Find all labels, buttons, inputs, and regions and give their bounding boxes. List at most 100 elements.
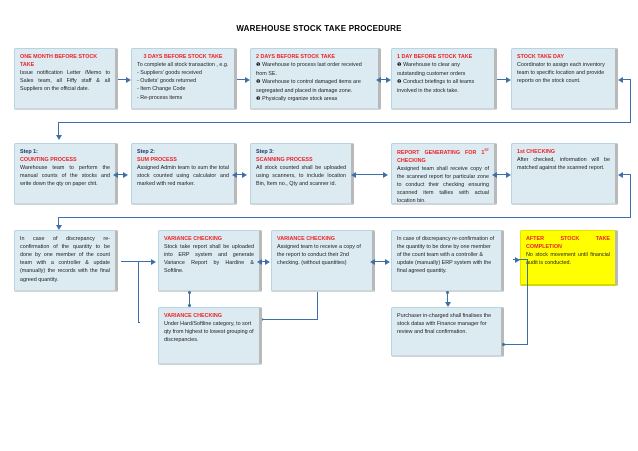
box-report-generating-1st-checking[interactable]: REPORT GENERATING FOR 1ST CHECKING Assig…: [391, 143, 497, 205]
arrowhead-r2-to-r3: [55, 225, 62, 230]
arrowhead-r2-b2-b3: [242, 171, 247, 178]
box-body: Warehouse team to perform the manual cou…: [20, 165, 110, 188]
box-line-3: - Item Change Code: [137, 86, 186, 93]
arrowhead-r3b4-to-r4b2: [444, 302, 451, 307]
box-item-3: Physically organize stock areas: [262, 95, 338, 102]
box-1-day-before-stock-take[interactable]: 1 DAY BEFORE STOCK TAKE ❶ Warehouse to c…: [391, 48, 497, 110]
box-heading: REPORT GENERATING FOR 1ST CHECKING: [397, 148, 489, 165]
arrowhead-r2-b1-b2: [123, 171, 128, 178]
connector-r2-wrap-right: [630, 174, 631, 218]
page-title: WAREHOUSE STOCK TAKE PROCEDURE: [236, 24, 402, 33]
box-stock-take-day[interactable]: STOCK TAKE DAY Coordinator to assign eac…: [511, 48, 618, 110]
arrowtail-r2-b4-b5: [492, 171, 497, 178]
connector-r3b3-left-base: [138, 322, 140, 323]
box-1st-checking[interactable]: 1st CHECKING After checked, information …: [511, 143, 618, 205]
box-variance-checking-sort-qty[interactable]: VARIANCE CHECKING Under Hard/Softline ca…: [158, 307, 262, 365]
box-heading: AFTER STOCK TAKE COMPLETION: [526, 236, 610, 251]
connector-r3-b2-b3: [262, 261, 265, 262]
box-heading: 1 DAY BEFORE STOCK TAKE: [397, 54, 473, 60]
box-step-3-scanning-process[interactable]: Step 3: SCANNING PROCESS All stock count…: [250, 143, 354, 205]
box-body: Assigned Admin team to sum the total sto…: [137, 165, 229, 188]
box-body: No stock movement until financial audit …: [526, 252, 610, 267]
bullet-1-icon: ❶: [256, 62, 261, 69]
bullet-2-icon: ❷: [256, 79, 261, 86]
arrowtail-r1-wrap: [618, 76, 623, 83]
connector-r4b2-right: [504, 344, 528, 345]
bullet-3-icon: ❸: [256, 95, 261, 102]
connector-r3b4-to-r4b2: [447, 292, 448, 303]
arrowhead-r1-to-r2: [55, 135, 62, 140]
connector-r1-wrap-bottom: [58, 122, 631, 123]
arrowhead-r3-b1-b2: [151, 258, 156, 265]
box-body: In case of discrepancy re-confirmation o…: [20, 236, 110, 283]
arrowtail-r3-b3-b4: [370, 258, 375, 265]
box-heading: VARIANCE CHECKING: [164, 236, 223, 242]
connector-r1-wrap-right: [630, 79, 631, 123]
arrowhead-r3-b2-b3: [265, 258, 270, 265]
arrowtail-r2-wrap: [618, 171, 623, 178]
box-heading: ONE MONTH BEFORE STOCK TAKE: [20, 54, 98, 69]
box-step-label: Step 3:: [256, 149, 274, 155]
box-body: All stock counted shall be uploaded usin…: [256, 165, 346, 188]
box-discrepancy-reconfirmation-erp[interactable]: In case of discrepancy re-confirmation o…: [391, 230, 504, 292]
box-after-stock-take-completion[interactable]: AFTER STOCK TAKE COMPLETION No stock mov…: [520, 230, 618, 286]
arrowtail-r2-b1-b2: [113, 171, 118, 178]
connector-r1-b4-b5: [497, 79, 506, 80]
box-heading: VARIANCE CHECKING: [164, 313, 223, 319]
bullet-1-icon: ❶: [397, 62, 402, 69]
box-heading: COUNTING PROCESS: [20, 157, 77, 164]
box-heading: STOCK TAKE DAY: [517, 54, 564, 60]
connector-r1-wrap-top: [621, 79, 631, 80]
box-step-2-sum-process[interactable]: Step 2: SUM PROCESS Assigned Admin team …: [131, 143, 237, 205]
connector-r2-b1-b2: [118, 174, 123, 175]
box-one-month-before-stock-take[interactable]: ONE MONTH BEFORE STOCK TAKE Issue notifi…: [14, 48, 118, 110]
connector-r4b1-right: [262, 319, 318, 320]
arrowhead-r3-b3-b4: [385, 258, 390, 265]
box-step-1-counting-process[interactable]: Step 1: COUNTING PROCESS Warehouse team …: [14, 143, 118, 205]
box-heading-superscript: ST: [484, 148, 489, 152]
arrowtail-r2-b3-b4: [351, 171, 356, 178]
arrowtail-r1-b3-b4: [376, 76, 381, 83]
connector-r2-b4-b5: [497, 174, 506, 175]
connector-dot-r4b2-right: [502, 343, 505, 346]
box-body: Coordinator to assign each inventory tea…: [517, 62, 605, 85]
connector-r3b3-left-down: [138, 261, 139, 323]
box-line-2: - Outlets' goods returned: [137, 78, 197, 85]
box-variance-checking-upload-erp[interactable]: VARIANCE CHECKING Stock take report shal…: [158, 230, 262, 292]
connector-to-yellow: [513, 259, 527, 260]
arrowhead-r1-b4-b5: [506, 76, 511, 83]
box-item-2: Conduct briefings to all teams involved …: [397, 79, 475, 94]
box-body: Purchaser in-charged shall finalises the…: [397, 313, 492, 336]
box-body: Assigned team to receive a copy of the r…: [277, 244, 361, 267]
box-heading-text: REPORT GENERATING FOR 1: [397, 149, 485, 156]
arrowhead-r2-b4-b5: [506, 171, 511, 178]
box-body: To complete all stock transaction , e.g.: [137, 62, 229, 69]
connector-r4b1-up: [317, 292, 318, 320]
box-purchaser-finalise-stock-data[interactable]: Purchaser in-charged shall finalises the…: [391, 307, 504, 357]
box-body: After checked, information will be match…: [517, 157, 610, 172]
arrowtail-r2-b2-b3: [232, 171, 237, 178]
arrowhead-to-yellow: [515, 256, 520, 263]
connector-r2-b3-b4: [356, 174, 383, 175]
connector-r4b1-to-r3b2: [189, 292, 190, 306]
arrowhead-r2-b3-b4: [383, 171, 388, 178]
connector-r2-b2-b3: [237, 174, 242, 175]
box-heading: VARIANCE CHECKING: [277, 236, 336, 242]
box-3-days-before-stock-take[interactable]: 3 DAYS BEFORE STOCK TAKE To complete all…: [131, 48, 237, 110]
box-body: Stock take report shall be uploaded into…: [164, 244, 254, 275]
box-heading: 3 DAYS BEFORE STOCK TAKE: [143, 54, 223, 60]
box-body: Issue notification Letter /Memo to Sales…: [20, 70, 110, 93]
bullet-2-icon: ❷: [397, 79, 402, 86]
connector-r3-b3-b4: [375, 261, 385, 262]
box-variance-checking-2nd-checking[interactable]: VARIANCE CHECKING Assigned team to recei…: [271, 230, 375, 292]
connector-dot-r4b1: [188, 304, 191, 307]
connector-r3-b1-b2: [121, 261, 151, 262]
box-discrepancy-reconfirmation-records[interactable]: In case of discrepancy re-confirmation o…: [14, 230, 118, 292]
box-item-1: Warehouse to clear any outstanding custo…: [397, 62, 466, 77]
arrowtail-r3-b2-b3: [257, 258, 262, 265]
arrowhead-r1-b3-b4: [386, 76, 391, 83]
box-2-days-before-stock-take[interactable]: 2 DAYS BEFORE STOCK TAKE ❶ Warehouse to …: [250, 48, 381, 110]
connector-r2-wrap-top: [621, 174, 631, 175]
connector-r2-wrap-down: [58, 217, 59, 226]
